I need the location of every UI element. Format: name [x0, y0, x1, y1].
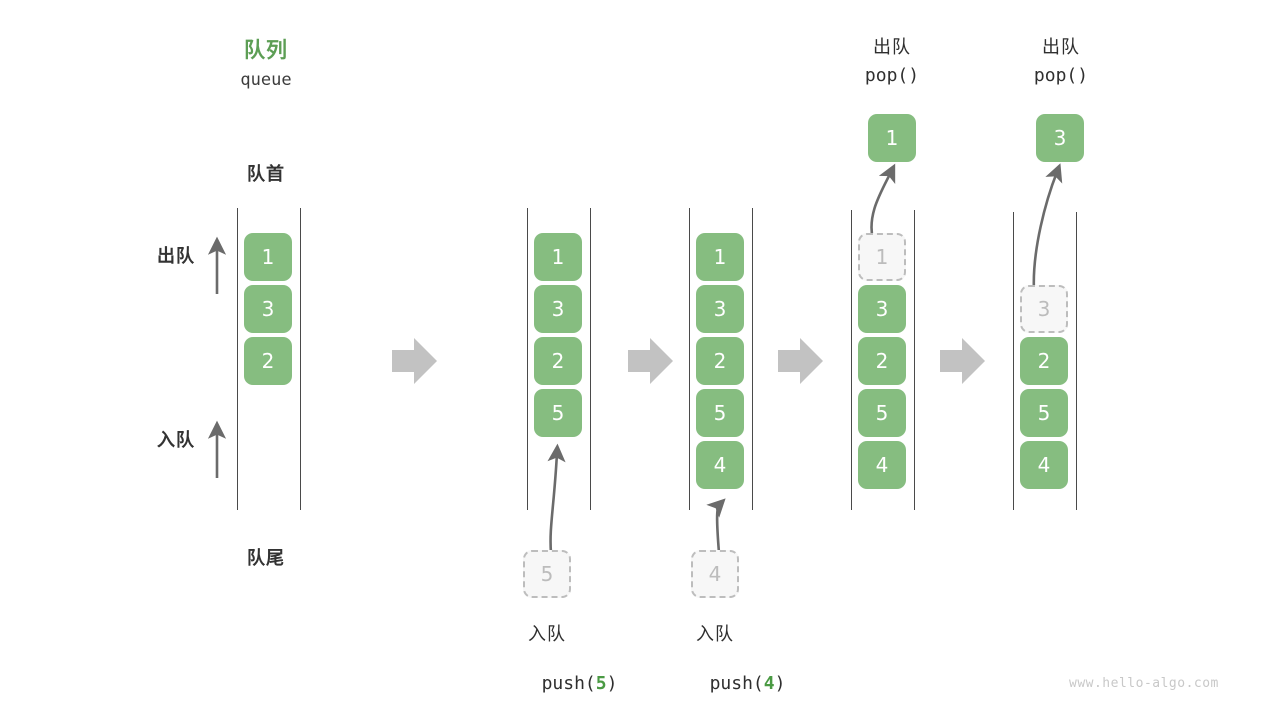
queue-cell-ghost: 3: [1020, 285, 1068, 333]
transition-arrow-2: [628, 338, 673, 384]
queue-cell: 3: [244, 285, 292, 333]
queue-rail-left: [1013, 212, 1014, 510]
queue-cell: 1: [696, 233, 744, 281]
transition-arrow-4: [940, 338, 985, 384]
queue-rail-right: [914, 210, 915, 510]
pop-3-code: pop(): [1033, 65, 1089, 86]
queue-front-label: 队首: [247, 164, 285, 185]
queue-cell: 3: [534, 285, 582, 333]
popped-element: 1: [868, 114, 916, 162]
push-4-code-value: 4: [763, 673, 775, 694]
queue-cell: 2: [858, 337, 906, 385]
queue-cell: 2: [534, 337, 582, 385]
queue-stage-initial: 1 3 2: [237, 208, 301, 510]
pop-3-label: 出队 pop(): [981, 33, 1141, 86]
watermark: www.hello-algo.com: [1069, 676, 1219, 691]
enqueue-label: 入队: [157, 430, 195, 451]
queue-rail-left: [851, 210, 852, 510]
queue-cell: 4: [858, 441, 906, 489]
queue-rail-left: [237, 208, 238, 510]
push-4-label: 入队 push(4): [696, 624, 786, 694]
push-5-code-suffix: ): [606, 673, 618, 694]
queue-rail-right: [752, 208, 753, 510]
queue-title-en: queue: [240, 70, 292, 90]
queue-cell: 5: [1020, 389, 1068, 437]
queue-cell: 2: [696, 337, 744, 385]
queue-rail-left: [527, 208, 528, 510]
queue-cell: 1: [534, 233, 582, 281]
queue-title-cn: 队列: [244, 38, 288, 62]
dequeue-label: 出队: [157, 246, 195, 267]
queue-rear-label: 队尾: [247, 548, 285, 569]
queue-cell: 4: [696, 441, 744, 489]
queue-cell: 4: [1020, 441, 1068, 489]
queue-cell: 5: [858, 389, 906, 437]
incoming-element-ghost: 4: [691, 550, 739, 598]
queue-cell: 3: [858, 285, 906, 333]
transition-arrow-3: [778, 338, 823, 384]
queue-stage-pop-3: 3 2 5 4: [1013, 212, 1077, 510]
queue-cell: 2: [1020, 337, 1068, 385]
queue-cell-ghost: 1: [858, 233, 906, 281]
queue-stage-pop-1: 1 3 2 5 4: [851, 210, 915, 510]
queue-rail-right: [590, 208, 591, 510]
queue-cell: 2: [244, 337, 292, 385]
push-4-arrow: [706, 498, 726, 554]
transition-arrow-1: [392, 338, 437, 384]
queue-cell: 5: [534, 389, 582, 437]
queue-rail-left: [689, 208, 690, 510]
queue-stage-push-4: 1 3 2 5 4: [689, 208, 753, 510]
pop-1-code: pop(): [864, 65, 920, 86]
push-5-label: 入队 push(5): [528, 624, 618, 694]
incoming-element-ghost: 5: [523, 550, 571, 598]
queue-cell: 1: [244, 233, 292, 281]
popped-element: 3: [1036, 114, 1084, 162]
queue-stage-push-5: 1 3 2 5: [527, 208, 591, 510]
push-5-code-value: 5: [595, 673, 607, 694]
queue-cell: 5: [696, 389, 744, 437]
queue-rail-right: [300, 208, 301, 510]
queue-rail-right: [1076, 212, 1077, 510]
push-4-code-prefix: push(: [709, 673, 764, 694]
push-4-code-suffix: ): [774, 673, 786, 694]
push-5-code-prefix: push(: [541, 673, 596, 694]
pop-1-label: 出队 pop(): [812, 33, 972, 86]
queue-cell: 3: [696, 285, 744, 333]
